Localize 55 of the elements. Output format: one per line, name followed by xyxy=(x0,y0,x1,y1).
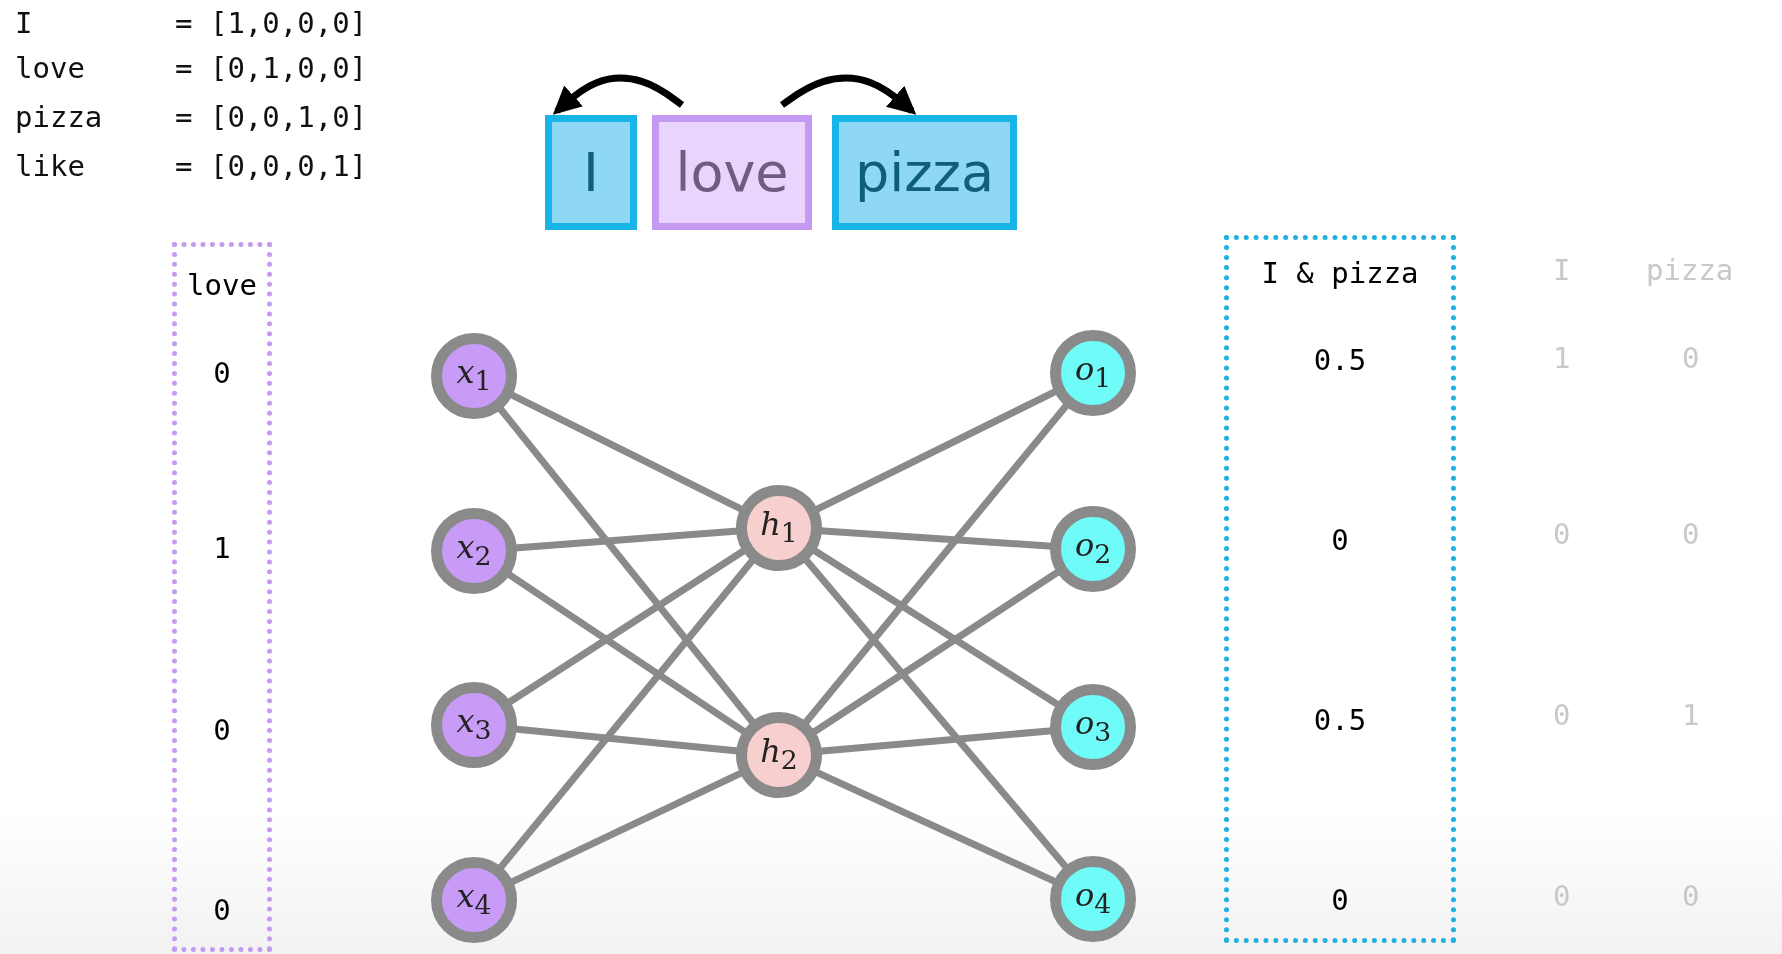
code-text: pizza xyxy=(15,99,103,135)
connection-line xyxy=(497,557,756,871)
vector-box xyxy=(1224,235,1456,943)
neuron-label: o$_{4}$ xyxy=(1074,879,1112,919)
neuron-circle xyxy=(736,712,822,798)
connection-line xyxy=(514,725,739,755)
code-text: = [0,0,0,1] xyxy=(175,148,368,184)
neuron-label: x$_{4}$ xyxy=(456,880,492,920)
neuron-label: x$_{3}$ xyxy=(456,705,492,745)
vector-value: 0.5 xyxy=(1312,342,1368,378)
connection-line xyxy=(814,768,1058,886)
word-box xyxy=(545,115,637,230)
word-box xyxy=(652,115,812,230)
vector-value: 0 xyxy=(212,892,232,928)
neuron-label: o$_{2}$ xyxy=(1074,529,1112,569)
vector-value: 0 xyxy=(1330,882,1350,918)
neuron-label: o$_{3}$ xyxy=(1074,707,1112,747)
neuron-label: x$_{1}$ xyxy=(456,356,492,396)
connection-line xyxy=(509,769,744,886)
neuron-circle xyxy=(736,485,822,571)
neuron-label: o$_{1}$ xyxy=(1074,353,1112,393)
vector-value: 0 xyxy=(212,712,232,748)
connection-line xyxy=(811,547,1061,708)
connection-line xyxy=(506,547,747,706)
vector-value: 1 xyxy=(212,530,232,566)
vector-value: 0.5 xyxy=(1312,702,1368,738)
connection-line xyxy=(802,557,1070,870)
curved-arrow xyxy=(552,74,685,115)
connection-line xyxy=(514,527,739,552)
neuron-label: h$_{2}$ xyxy=(760,735,798,775)
connection-line xyxy=(506,570,747,736)
code-text: = [0,0,1,0] xyxy=(175,99,368,135)
column-heading: love xyxy=(186,267,258,303)
curved-arrow xyxy=(779,74,917,115)
code-text: I xyxy=(15,5,33,41)
connection-line xyxy=(811,568,1061,736)
word-label: pizza xyxy=(854,145,995,200)
vector-value: 0 xyxy=(212,355,232,391)
code-text: like xyxy=(15,148,85,184)
column-heading: I & pizza xyxy=(1260,255,1420,291)
connection-line xyxy=(509,391,744,513)
connection-line xyxy=(496,405,757,726)
connection-line xyxy=(814,388,1058,513)
connection-line xyxy=(819,527,1053,550)
code-text: love xyxy=(15,50,85,86)
vector-box xyxy=(172,242,272,952)
connection-line xyxy=(819,727,1053,755)
word-box xyxy=(832,115,1017,230)
code-text: = [0,1,0,0] xyxy=(175,50,368,86)
vector-value: 0 xyxy=(1330,522,1350,558)
word-label: love xyxy=(675,145,789,200)
word-label: I xyxy=(583,145,599,200)
code-text: = [1,0,0,0] xyxy=(175,5,368,41)
neuron-label: x$_{2}$ xyxy=(456,531,492,571)
neuron-label: h$_{1}$ xyxy=(760,508,798,548)
